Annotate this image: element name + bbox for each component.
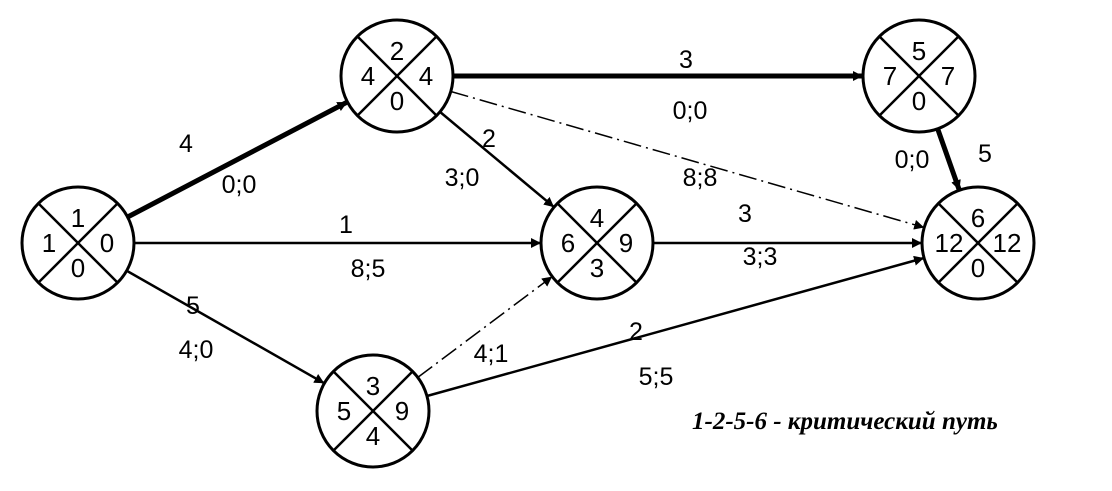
edge-reserves-2-5: 3;0 bbox=[445, 164, 480, 192]
edge-1-3 bbox=[126, 269, 325, 384]
event-node-bottom-value: 3 bbox=[590, 253, 604, 283]
edge-duration-1-2: 4 bbox=[179, 130, 193, 158]
edge-reserves-1-5: 8;5 bbox=[351, 255, 386, 283]
event-node-right-value: 4 bbox=[419, 61, 433, 91]
edge-duration-1-3: 5 bbox=[186, 292, 200, 320]
event-node-right-value: 7 bbox=[941, 61, 955, 91]
event-node-5: 46 93 bbox=[539, 185, 655, 301]
event-node-top-value: 1 bbox=[71, 203, 85, 233]
event-node-right-value: 0 bbox=[100, 228, 114, 258]
event-node-left-value: 5 bbox=[337, 396, 351, 426]
event-node-left-value: 6 bbox=[561, 228, 575, 258]
event-node-top-value: 5 bbox=[912, 36, 926, 66]
event-node-divider bbox=[332, 370, 414, 452]
event-node-right-value: 9 bbox=[395, 396, 409, 426]
event-node-right-value: 9 bbox=[619, 228, 633, 258]
edge-duration-2-4: 3 bbox=[679, 46, 693, 74]
event-node-right-value: 12 bbox=[993, 228, 1022, 258]
edge-3-5 bbox=[417, 276, 553, 378]
event-node-left-value: 12 bbox=[935, 228, 964, 258]
edge-duration-1-5: 1 bbox=[339, 211, 353, 239]
event-node-left-value: 4 bbox=[361, 61, 375, 91]
event-node-left-value: 7 bbox=[883, 61, 897, 91]
edge-reserves-3-6: 5;5 bbox=[639, 363, 674, 391]
edge-duration-3-6: 2 bbox=[629, 318, 643, 346]
edge-duration-4-6: 5 bbox=[978, 140, 992, 168]
edge-reserves-1-2: 0;0 bbox=[222, 171, 257, 199]
event-node-top-value: 3 bbox=[366, 371, 380, 401]
edge-1-2 bbox=[126, 100, 348, 220]
edge-2-6 bbox=[450, 90, 925, 230]
event-node-bottom-value: 0 bbox=[912, 86, 926, 116]
event-node-top-value: 4 bbox=[590, 203, 604, 233]
event-node-bottom-value: 4 bbox=[366, 421, 380, 451]
event-node-2: 24 40 bbox=[339, 18, 455, 134]
event-node-top-value: 2 bbox=[390, 36, 404, 66]
edges-layer bbox=[126, 71, 962, 398]
event-node-divider bbox=[37, 202, 119, 284]
event-node-bottom-value: 0 bbox=[71, 253, 85, 283]
edge-duration-2-5: 2 bbox=[482, 125, 496, 153]
edge-reserves-1-3: 4;0 bbox=[179, 336, 214, 364]
edge-reserves-2-4: 0;0 bbox=[673, 97, 708, 125]
edge-3-6 bbox=[426, 255, 925, 398]
event-node-bottom-value: 0 bbox=[971, 253, 985, 283]
edge-4-6 bbox=[935, 127, 962, 191]
event-node-top-value: 6 bbox=[971, 203, 985, 233]
critical-path-caption: 1-2-5-6 - критический путь bbox=[692, 408, 998, 435]
edge-reserves-3-5: 4;1 bbox=[474, 340, 509, 368]
event-node-left-value: 1 bbox=[42, 228, 56, 258]
event-node-bottom-value: 0 bbox=[390, 86, 404, 116]
edge-2-5 bbox=[439, 110, 555, 208]
event-node-divider bbox=[556, 202, 638, 284]
edge-reserves-2-6: 8;8 bbox=[683, 164, 718, 192]
event-node-4: 57 70 bbox=[861, 18, 977, 134]
event-node-divider bbox=[878, 35, 960, 117]
edge-reserves-4-6: 0;0 bbox=[895, 146, 930, 174]
event-node-3: 35 94 bbox=[315, 353, 431, 469]
event-node-divider bbox=[937, 202, 1019, 284]
event-node-divider bbox=[356, 35, 438, 117]
edge-reserves-5-6: 3;3 bbox=[743, 243, 778, 271]
edge-duration-5-6: 3 bbox=[738, 200, 752, 228]
